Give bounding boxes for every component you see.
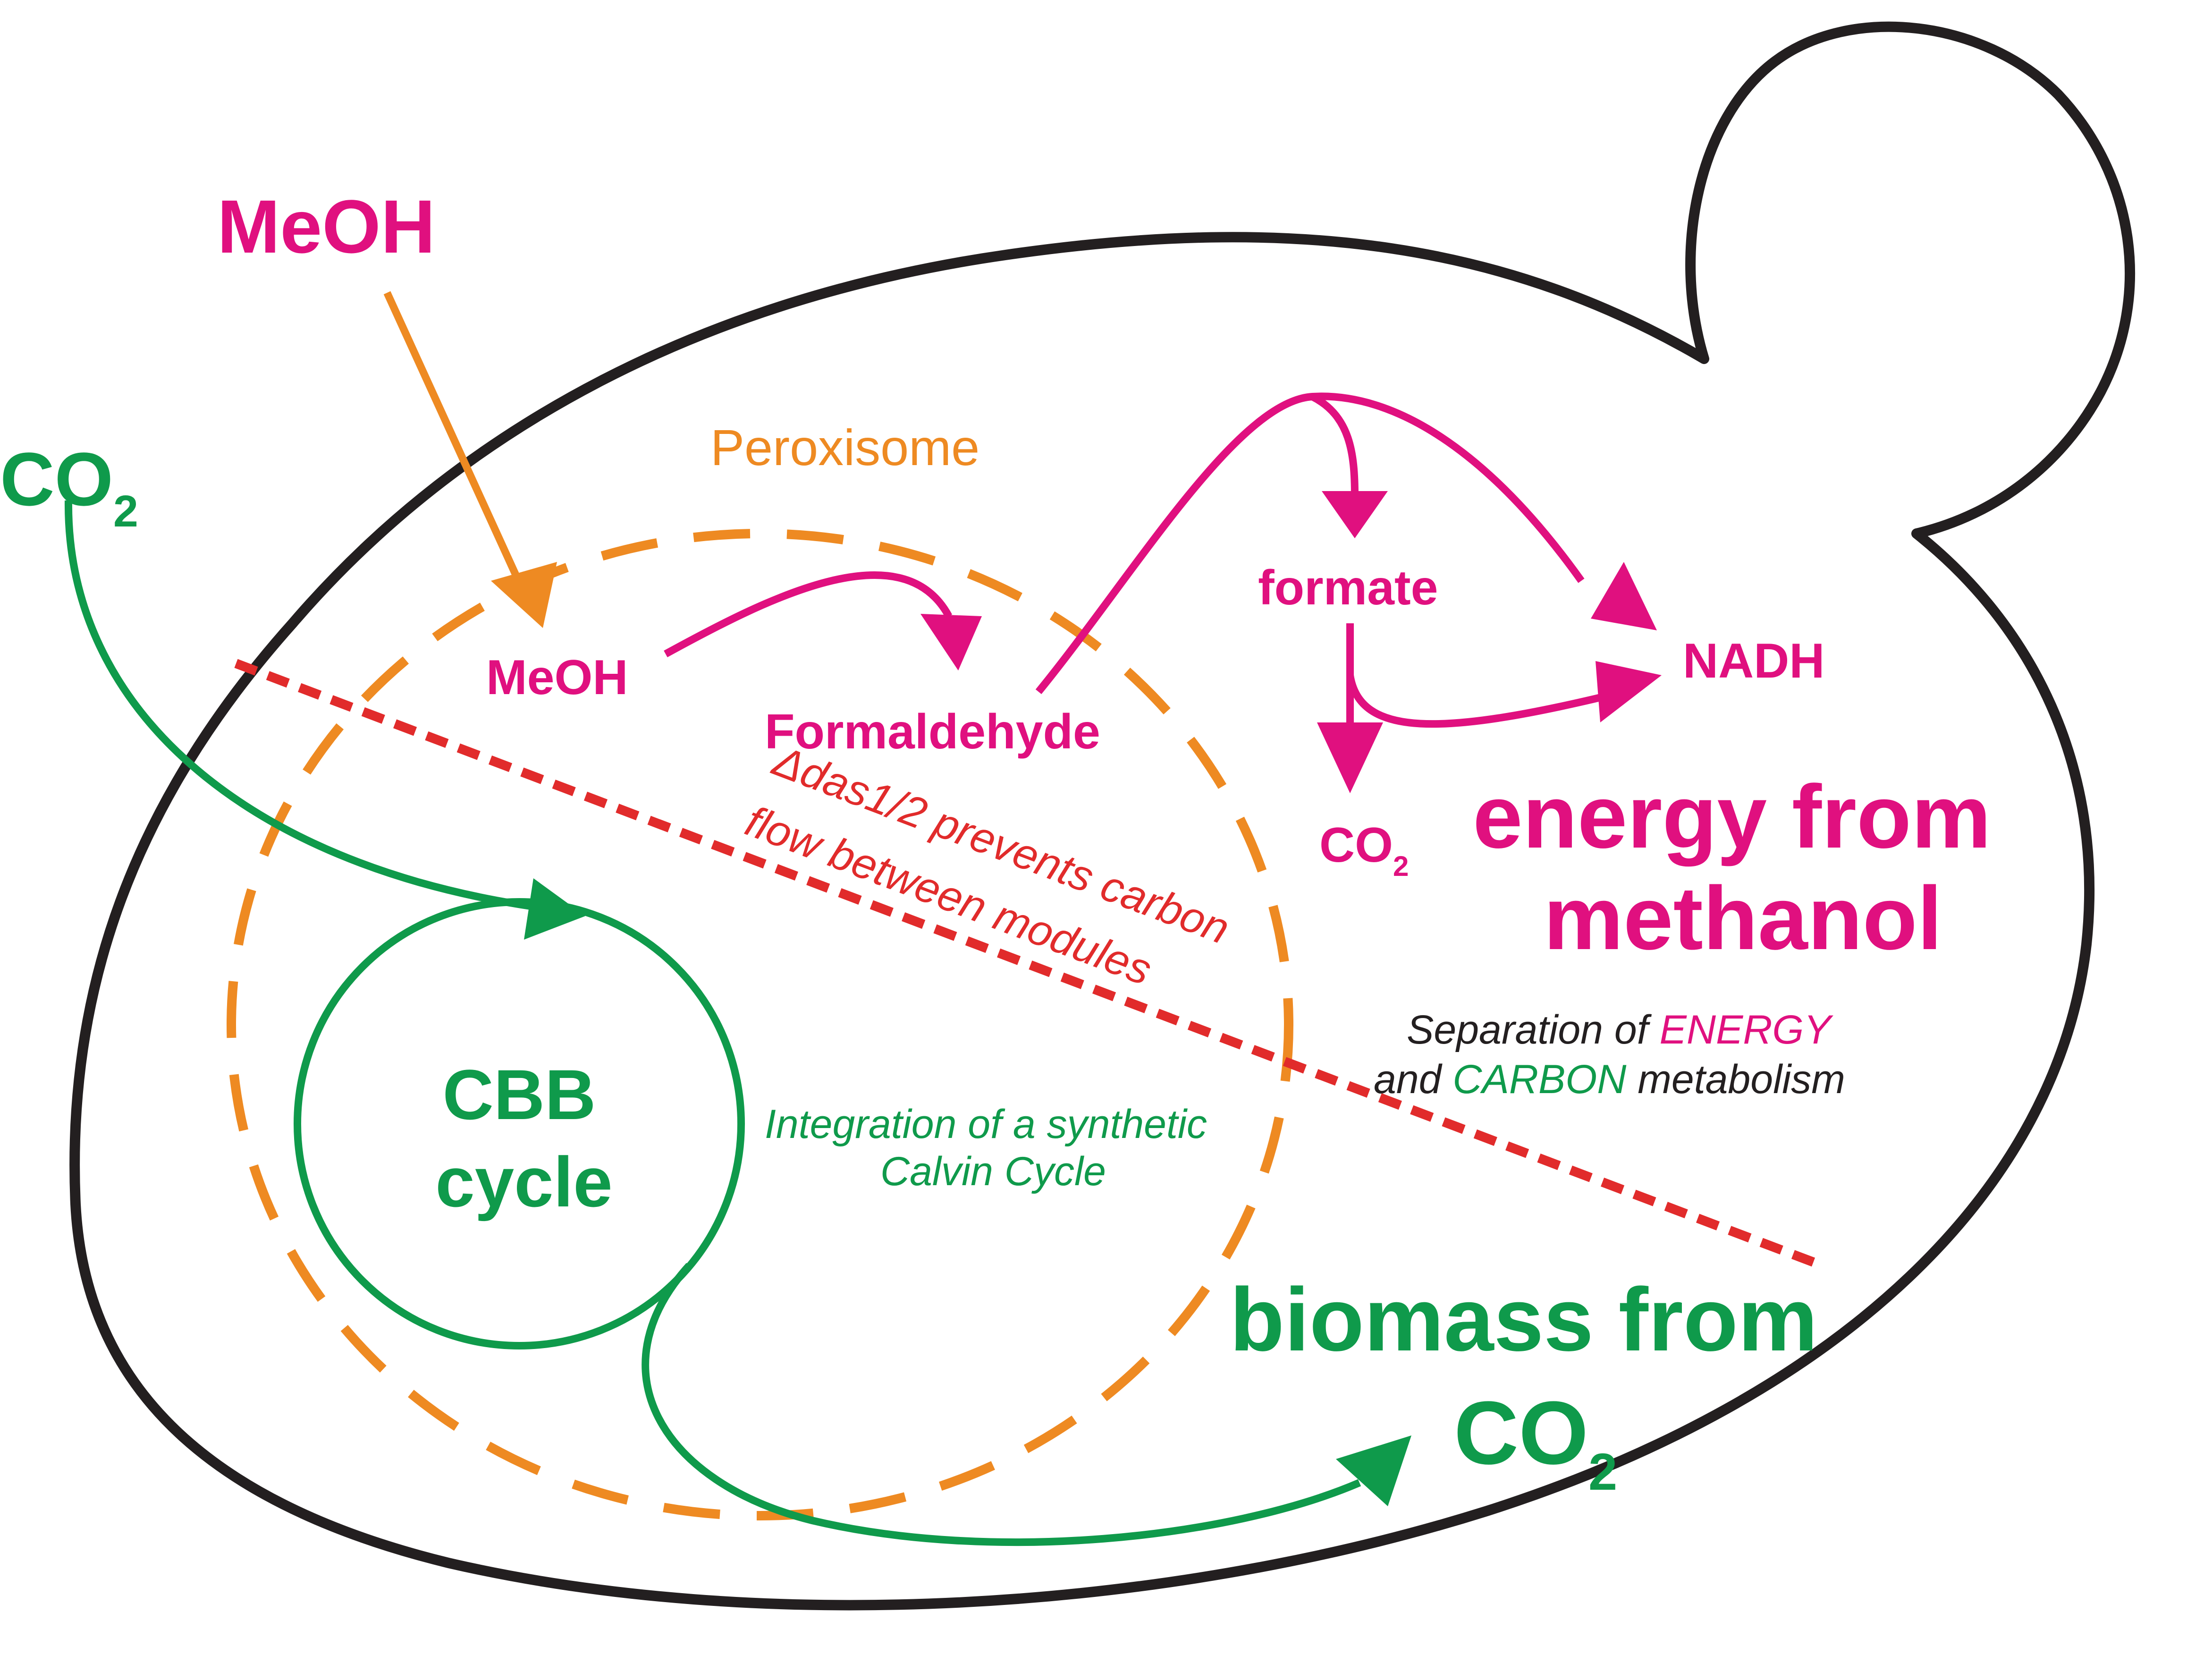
nadh-label: NADH xyxy=(1683,634,1824,688)
cbb-to-biomass-arrowhead xyxy=(1336,1435,1411,1506)
energy-from-methanol-line2: methanol xyxy=(1544,868,1942,968)
co2-to-cbb-arrowhead xyxy=(524,878,585,940)
branch-to-formate-arrowhead xyxy=(1322,491,1388,538)
energy-from-methanol-line1: energy from xyxy=(1473,767,1991,867)
cbb-label-line2: cycle xyxy=(435,1142,612,1222)
formate-to-co2-arrowhead xyxy=(1317,722,1383,793)
das-annotation: Δdas1/2 prevents carbon flow between mod… xyxy=(739,737,1236,995)
co2-small-label: CO2 xyxy=(1319,818,1409,882)
peroxisome-label: Peroxisome xyxy=(710,419,979,476)
integration-line1: Integration of a synthetic xyxy=(765,1102,1207,1147)
biomass-co2: CO2 xyxy=(1454,1383,1617,1501)
meoh-import-arrowhead xyxy=(491,562,557,628)
co2-to-cbb-arrow xyxy=(64,500,534,910)
co2-outside-label: CO2 xyxy=(0,437,138,536)
cell-outline xyxy=(69,21,2136,1611)
formaldehyde-to-nadh-arrowhead xyxy=(1591,562,1657,630)
integration-line2: Calvin Cycle xyxy=(880,1149,1106,1194)
formaldehyde-oxidation-arrow xyxy=(1035,392,1585,695)
formaldehyde-label: Formaldehyde xyxy=(765,704,1100,759)
formate-to-nadh-arrow xyxy=(1346,674,1615,728)
formate-label: formate xyxy=(1258,560,1438,615)
formate-to-nadh-arrowhead xyxy=(1596,661,1662,722)
meoh-inside-label: MeOH xyxy=(486,650,628,705)
peroxisome-boundary xyxy=(227,529,1293,1520)
meoh-import-arrow xyxy=(383,291,529,597)
separation-dashed-line xyxy=(234,659,1824,1270)
cbb-label-line1: CBB xyxy=(443,1055,596,1134)
separation-line2: and CARBON metabolism xyxy=(1374,1057,1845,1102)
separation-line1: Separation of ENERGY xyxy=(1407,1007,1833,1052)
meoh-to-formaldehyde-arrowhead xyxy=(920,614,982,670)
branch-to-formate-arrow xyxy=(1310,393,1359,496)
meoh-outside-label: MeOH xyxy=(217,184,435,269)
biomass-line1: biomass from xyxy=(1230,1270,1818,1370)
cbb-cycle-circle xyxy=(294,898,745,1349)
cbb-to-biomass-arrow xyxy=(642,1263,1361,1546)
meoh-to-formaldehyde-arrow xyxy=(664,571,953,658)
